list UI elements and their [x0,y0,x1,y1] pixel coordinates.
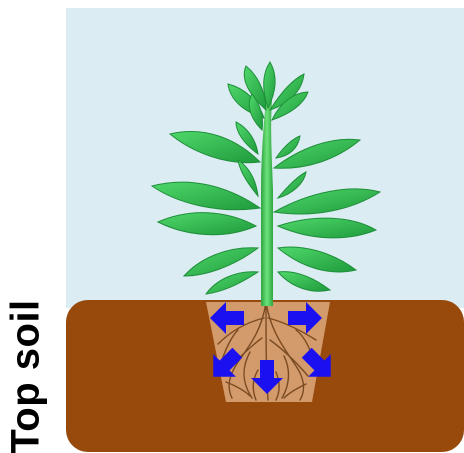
topsoil-label-container: Top soil [2,300,50,452]
topsoil-label: Top soil [4,299,49,453]
